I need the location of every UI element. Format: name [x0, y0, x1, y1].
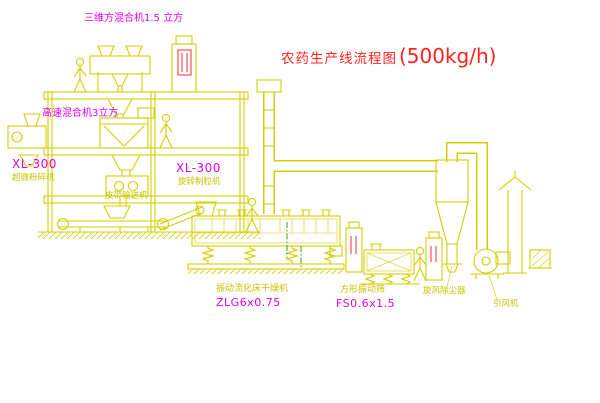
title-text: 农药生产线流程图 — [281, 51, 397, 67]
high-speed-mixer-label: 高速混合机3立方 — [42, 108, 119, 119]
ground-hatch — [38, 232, 260, 239]
fan-leader — [488, 274, 498, 301]
person-2 — [159, 113, 173, 149]
granulator — [105, 154, 149, 197]
cabinet-red-text-mark — [350, 236, 357, 254]
floor-slab-2 — [43, 147, 249, 156]
fan-motor — [528, 249, 552, 269]
person-1 — [73, 57, 87, 93]
drawing-title: 农药生产线流程图 (500kg/h) — [281, 44, 496, 68]
pulverizer — [7, 113, 47, 167]
title-capacity: (500kg/h) — [399, 44, 497, 68]
top-mixer-label: 三维方混合机1.5 立方 — [84, 13, 184, 24]
fluid-bed-dryer — [187, 201, 345, 274]
square-mixer — [89, 45, 151, 118]
person-4 — [413, 246, 427, 282]
induced-draft-fan — [470, 248, 511, 279]
dryer-model-label: ZLG6x0.75 — [216, 296, 281, 309]
dryer-name-label: 振动流化床干燥机 — [216, 284, 289, 294]
exhaust-stack — [498, 171, 532, 274]
control-cabinet-screen — [345, 221, 363, 273]
granulator-model-label: XL-300 — [176, 161, 221, 175]
incline-conveyor — [159, 205, 205, 231]
granulator-name-label: 旋转制粒机 — [178, 177, 221, 187]
dryer-nozzles — [217, 209, 331, 216]
cyclone-leader — [446, 265, 453, 288]
duct-work — [256, 79, 488, 250]
rain-cap — [498, 176, 532, 191]
screen-name-label: 方形振动筛 — [340, 285, 386, 295]
screen-model-label: FS0.6x1.5 — [336, 297, 396, 310]
cabinet-red-text-mark — [181, 53, 188, 72]
belt-conveyor-label: 皮带输送机 — [105, 191, 148, 201]
fan-label: 引风机 — [493, 299, 519, 309]
dryer-inlet-hopper — [195, 201, 217, 217]
pulverizer-name-label: 超微粉碎机 — [12, 173, 55, 183]
duct-flanges — [263, 109, 275, 205]
control-cabinet-top — [171, 35, 197, 93]
pulverizer-model-label: XL-300 — [12, 157, 57, 171]
floor-slab-1 — [43, 91, 249, 100]
control-cabinet-cyclone — [425, 231, 443, 281]
vibrating-screen — [360, 243, 420, 285]
cyclone-separator — [435, 159, 469, 273]
cyclone-label: 旋风除尘器 — [423, 286, 466, 296]
belt-conveyor — [56, 196, 170, 232]
tower-top-bin — [256, 79, 282, 93]
high-speed-mixer — [99, 107, 155, 149]
cabinet-red-text-mark — [430, 246, 437, 262]
